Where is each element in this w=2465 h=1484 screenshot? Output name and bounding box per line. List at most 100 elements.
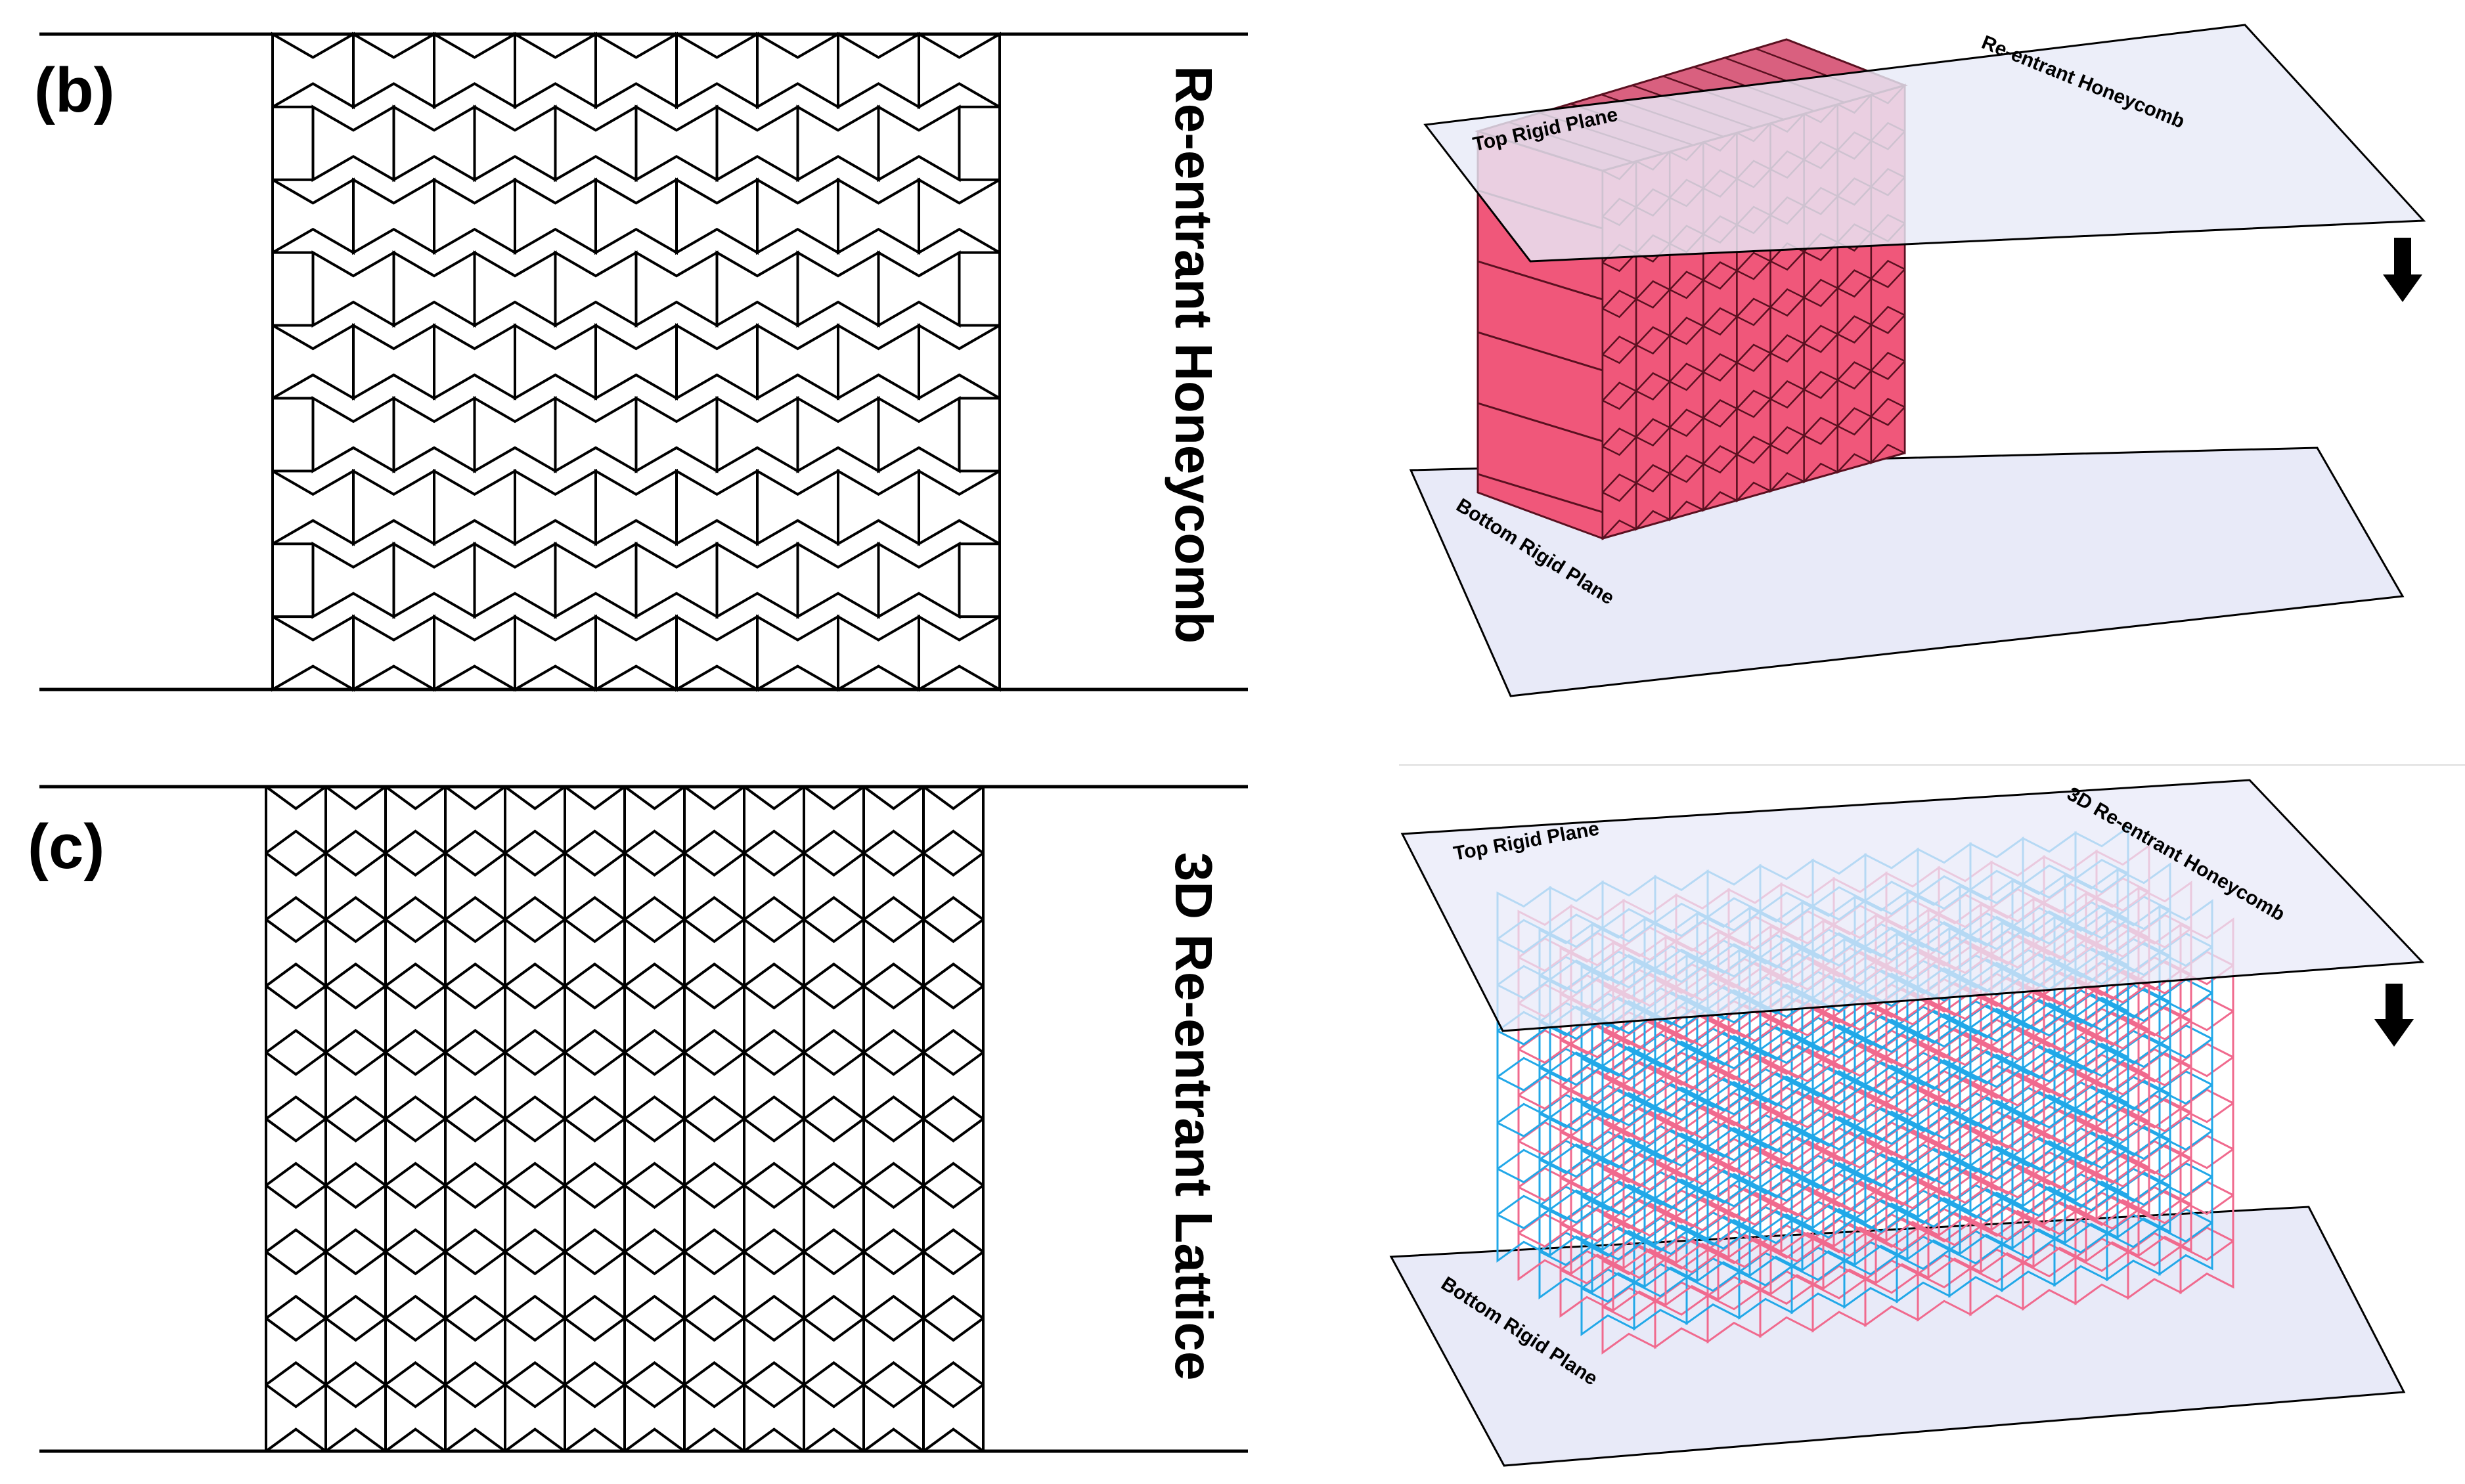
lattice-chevron [504, 1384, 566, 1408]
lattice-chevron [504, 1317, 566, 1342]
lattice-chevron [862, 1361, 925, 1386]
lattice-chevron [922, 829, 985, 854]
lattice-chevron [922, 1384, 985, 1408]
lattice-chevron [743, 1250, 805, 1276]
lattice-chevron [803, 1095, 865, 1120]
lattice-chevron [504, 896, 566, 921]
lattice-chevron [384, 984, 447, 1010]
lattice-chevron [564, 1361, 626, 1386]
lattice-chevron [922, 918, 985, 944]
honeycomb-cell [271, 468, 355, 546]
honeycomb-cell [473, 395, 557, 473]
honeycomb-cell [554, 541, 638, 619]
lattice-chevron [922, 962, 985, 988]
honeycomb-cell [837, 323, 920, 401]
lattice-chevron [504, 1118, 566, 1143]
lattice-chevron [803, 1028, 865, 1054]
lattice-chevron [444, 1384, 506, 1408]
honeycomb-cell [554, 395, 638, 473]
honeycomb-cell [918, 323, 1001, 401]
honeycomb-cell [756, 468, 839, 546]
honeycomb-cell [594, 177, 678, 255]
lattice-chevron [743, 1162, 805, 1187]
lattice-chevron [862, 1228, 925, 1254]
lattice-chevron [803, 785, 865, 810]
lattice-chevron [444, 1361, 506, 1386]
lattice-chevron [743, 1095, 805, 1120]
lattice-chevron [683, 1118, 745, 1143]
lattice-chevron [504, 1028, 566, 1054]
honeycomb-cell [554, 250, 638, 328]
lattice-chevron [384, 962, 447, 988]
lattice-chevron [444, 1228, 506, 1254]
lattice-chevron [922, 1095, 985, 1120]
lattice-chevron [324, 1250, 387, 1276]
honeycomb-cell [877, 541, 961, 619]
honeycomb-cell [837, 177, 920, 255]
honeycomb-cell [311, 395, 395, 473]
honeycomb-cell [271, 177, 355, 255]
lattice-chevron [862, 1095, 925, 1120]
lattice-chevron [623, 962, 686, 988]
lattice-chevron [384, 829, 447, 854]
lattice-chevron [683, 852, 745, 877]
honeycomb-cell [634, 104, 719, 183]
lattice-chevron [683, 1162, 745, 1187]
lattice-chevron [922, 896, 985, 921]
lattice-chevron [623, 1162, 686, 1187]
lattice-chevron [683, 1250, 745, 1276]
panel-b-honeycomb-pattern [271, 32, 1001, 692]
lattice-chevron [683, 962, 745, 988]
lattice-chevron [564, 1051, 626, 1076]
panel-b-top-plane [1423, 24, 2426, 263]
honeycomb-cell [514, 468, 597, 546]
lattice-chevron [384, 1228, 447, 1254]
lattice-chevron [623, 785, 686, 810]
honeycomb-cell [554, 104, 638, 183]
lattice-chevron [922, 1184, 985, 1210]
lattice-chevron [862, 829, 925, 854]
lattice-chevron [922, 1250, 985, 1276]
honeycomb-cell [433, 32, 516, 110]
lattice-chevron [564, 984, 626, 1010]
lattice-chevron [265, 785, 327, 810]
honeycomb-cell [756, 614, 839, 692]
honeycomb-cell [433, 468, 516, 546]
lattice-chevron [922, 1294, 985, 1320]
honeycomb-cell [675, 323, 759, 401]
lattice-chevron [384, 1162, 447, 1187]
honeycomb-cell [271, 32, 355, 110]
lattice-chevron [862, 852, 925, 877]
honeycomb-cell [918, 32, 1001, 110]
lattice-chevron [623, 829, 686, 854]
lattice-chevron [743, 1051, 805, 1076]
lattice-chevron [444, 785, 506, 810]
lattice-chevron [384, 1118, 447, 1143]
lattice-chevron [803, 962, 865, 988]
lattice-chevron [564, 1118, 626, 1143]
honeycomb-cell [352, 323, 435, 401]
lattice-chevron [623, 1384, 686, 1408]
lattice-chevron [743, 1428, 805, 1452]
honeycomb-cell [514, 177, 597, 255]
lattice-chevron [504, 1428, 566, 1452]
lattice-chevron [623, 984, 686, 1010]
lattice-chevron [504, 962, 566, 988]
lattice-chevron [504, 852, 566, 877]
lattice-chevron [504, 1361, 566, 1386]
honeycomb-cell [796, 250, 880, 328]
panel-c-side-title: 3D Re-entrant Lattice [1165, 852, 1223, 1381]
lattice-chevron [683, 984, 745, 1010]
lattice-chevron [623, 1228, 686, 1254]
panel-b-side-title: Re-entrant Honeycomb [1165, 66, 1223, 644]
lattice-chevron [743, 1028, 805, 1054]
lattice-chevron [564, 1250, 626, 1276]
lattice-chevron [444, 1051, 506, 1076]
lattice-chevron [743, 1317, 805, 1342]
lattice-chevron [265, 1184, 327, 1210]
lattice-chevron [384, 1384, 447, 1408]
honeycomb-cell [634, 250, 719, 328]
lattice-chevron [564, 918, 626, 944]
honeycomb-cell [918, 177, 1001, 255]
